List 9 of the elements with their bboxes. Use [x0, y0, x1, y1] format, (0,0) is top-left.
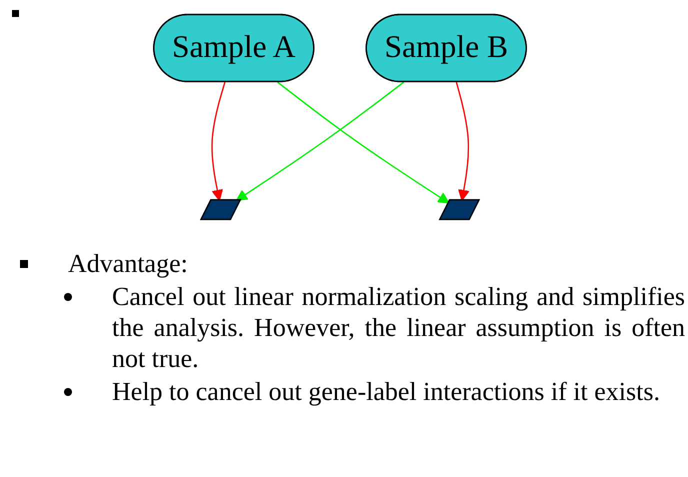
node-parallelogram [200, 199, 242, 220]
bullet-text: Cancel out linear normalization scaling and simplifies the analysis. However, the linear assumption is often not true. [112, 282, 685, 373]
bullet-text: Help to cancel out gene-label interactions if it exists. [112, 377, 660, 406]
arrow [456, 82, 470, 201]
node-parallelogram [438, 199, 480, 220]
arrow [211, 82, 226, 201]
arrow [236, 82, 404, 201]
heading-text: Advantage: [68, 249, 188, 278]
arrow [277, 82, 450, 204]
